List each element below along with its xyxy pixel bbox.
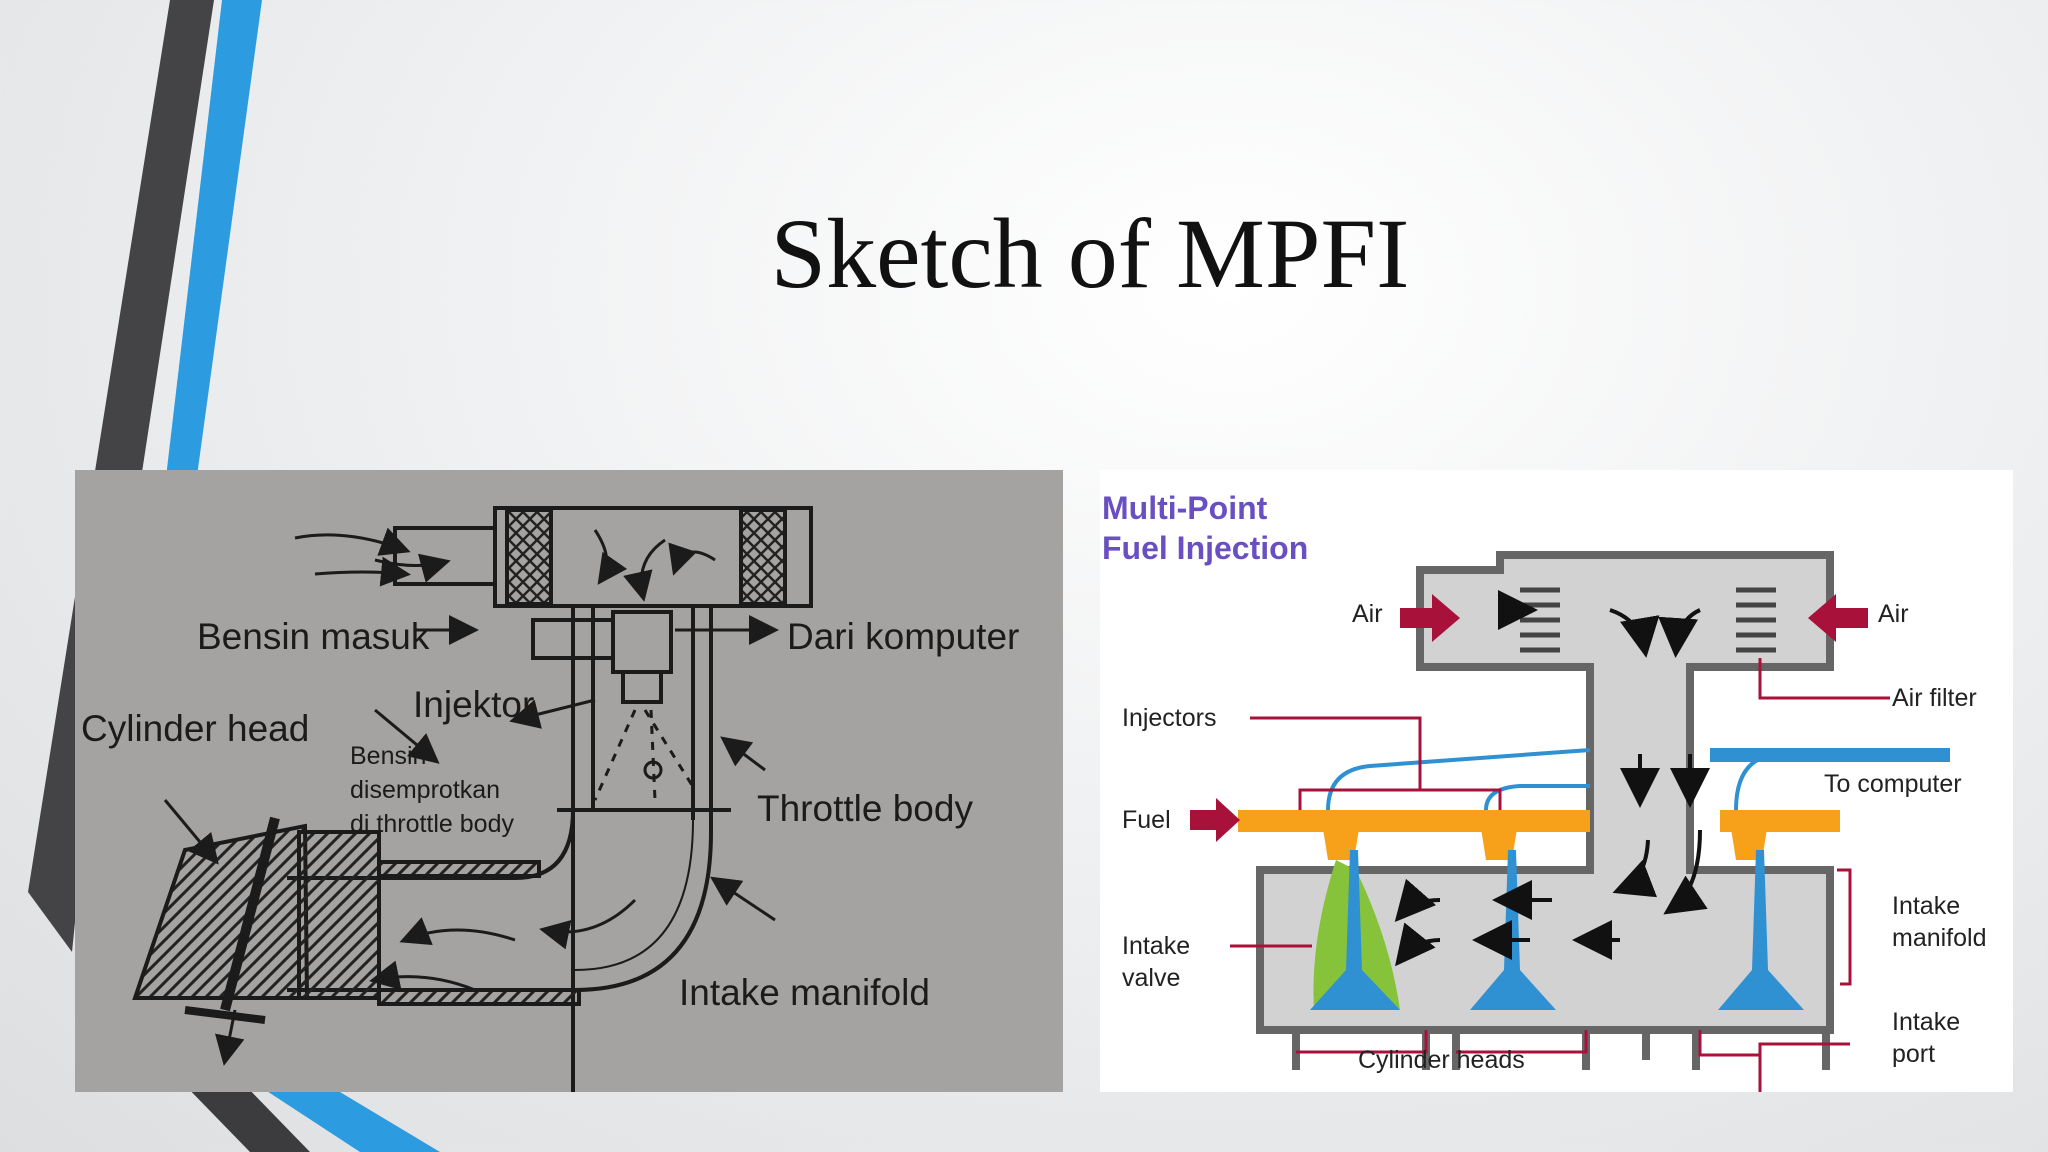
label-bensin-note-2: disemprotkan	[350, 776, 501, 804]
intake-valve-1	[1310, 850, 1400, 1010]
right-diagram-panel: Multi-Point Fuel Injection Air Air Air f…	[1100, 470, 2013, 1092]
computer-cable	[1710, 748, 1950, 762]
injector-wire-2	[1484, 784, 1590, 811]
fuel-rail	[1238, 810, 1590, 832]
air-inlet-duct	[393, 526, 497, 586]
injector-body	[611, 610, 673, 674]
intake-manifold-outer	[287, 831, 713, 992]
label-to-computer: To computer	[1824, 770, 1962, 798]
intake-valve-3	[1718, 850, 1804, 1010]
slide-title: Sketch of MPFI	[770, 198, 1410, 309]
label-injektor: Injektor	[413, 684, 535, 725]
filter-element-right	[739, 508, 787, 606]
label-intake-manifold-line-1: Intake	[1892, 892, 1961, 920]
label-intake-valve: Intake valve	[1122, 930, 1190, 994]
label-bensin-note-3: di throttle body	[350, 810, 514, 838]
label-air-left: Air	[1352, 600, 1383, 628]
right-diagram-drawing	[1190, 551, 1950, 1092]
label-cylinder-heads: Cylinder heads	[1358, 1046, 1525, 1074]
label-injectors: Injectors	[1122, 704, 1217, 732]
fuel-inlet-fitting	[531, 618, 615, 660]
filter-element-left	[505, 508, 553, 606]
label-intake-manifold-right: Intake manifold	[1892, 890, 1987, 954]
bottom-dark-stripe	[180, 1080, 310, 1152]
mpfi-title-line-1: Multi-Point	[1102, 490, 1268, 526]
label-intake-port: Intake port	[1892, 1006, 1960, 1070]
air-arrow-left	[1400, 594, 1460, 642]
mpfi-title: Multi-Point Fuel Injection	[1102, 488, 1308, 568]
label-bensin-note-1: Bensin	[350, 742, 427, 770]
label-fuel: Fuel	[1122, 806, 1171, 834]
cylinder-head	[132, 823, 310, 1000]
label-intake-port-line-2: port	[1892, 1040, 1936, 1068]
label-intake-manifold: Intake manifold	[679, 972, 930, 1013]
label-dari-komputer: Dari komputer	[787, 616, 1020, 657]
injector-wire-3	[1734, 752, 1781, 811]
throttle-body-walls	[571, 606, 713, 1092]
air-arrow-right	[1808, 594, 1868, 642]
label-intake-valve-line-1: Intake	[1122, 932, 1191, 960]
left-diagram-panel: Bensin masuk Dari komputer Injektor Cyli…	[75, 470, 1063, 1092]
label-cylinder-head: Cylinder head	[81, 708, 310, 749]
intake-valve-2	[1470, 850, 1556, 1010]
injector-wire-1	[1326, 748, 1591, 811]
mpfi-title-line-2: Fuel Injection	[1102, 530, 1309, 566]
label-bensin-masuk: Bensin masuk	[197, 616, 430, 657]
label-intake-valve-line-2: valve	[1122, 964, 1181, 992]
fuel-arrow	[1190, 798, 1240, 842]
label-air-right: Air	[1878, 600, 1909, 628]
valve-stem	[220, 816, 280, 1012]
left-diagram-drawing	[132, 506, 813, 1092]
label-intake-port-line-1: Intake	[1892, 1008, 1961, 1036]
bottom-blue-stripe	[250, 1080, 440, 1152]
label-air-filter: Air filter	[1892, 684, 1977, 712]
label-intake-manifold-line-2: manifold	[1892, 924, 1987, 952]
label-throttle-body: Throttle body	[757, 788, 973, 829]
